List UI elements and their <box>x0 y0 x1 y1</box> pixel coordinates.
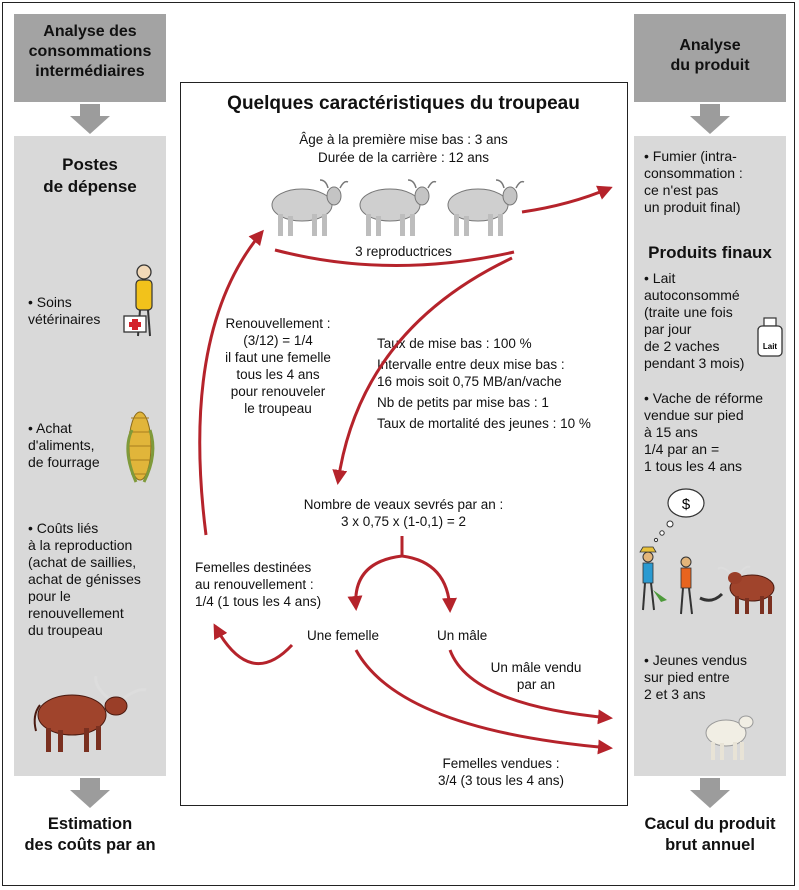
right-down-arrow-top <box>690 104 730 134</box>
panel-title-line: Postes <box>62 155 118 174</box>
expense-soins: • Soins vétérinaires <box>28 294 100 328</box>
right-header-line: Analyse <box>679 37 741 54</box>
text-line: (achat de saillies, <box>28 554 137 570</box>
text-line: ce n'est pas <box>644 182 719 198</box>
left-header: Analyse des consommations intermédiaires <box>14 14 166 102</box>
center-title: Quelques caractéristiques du troupeau <box>227 93 580 114</box>
text-line: de 2 vaches <box>644 338 720 354</box>
text-line: Intervalle entre deux mise bas : <box>377 357 565 372</box>
text-line: Nb de petits par mise bas : 1 <box>377 395 549 410</box>
produits-finaux-title: Produits finaux <box>648 243 772 262</box>
text-line: • Fumier (intra- <box>644 148 737 164</box>
text-line: Nombre de veaux sevrés par an : <box>303 497 504 512</box>
left-down-arrow-top <box>70 104 110 134</box>
text-line: • Soins <box>28 294 72 310</box>
text-line: consommation : <box>644 165 743 181</box>
age-first-calving: Âge à la première mise bas : 3 ans <box>299 132 508 147</box>
left-down-arrow-bottom <box>70 778 110 808</box>
text-line: vétérinaires <box>28 311 101 327</box>
text-line: à 15 ans <box>644 424 698 440</box>
text-line: pendant 3 mois) <box>644 355 745 371</box>
footer-line: Cacul du produit <box>644 815 776 833</box>
veaux-sevres: Nombre de veaux sevrés par an : 3 x 0,75… <box>181 496 626 530</box>
text-line: (traite une fois <box>644 304 733 320</box>
text-line: Taux de mortalité des jeunes : 10 % <box>377 416 591 431</box>
center-box: Quelques caractéristiques du troupeau Âg… <box>180 82 628 806</box>
text-line: • Vache de réforme <box>644 390 764 406</box>
text-line: achat de génisses <box>28 571 141 587</box>
text-line: (3/12) = 1/4 <box>243 333 313 348</box>
text-line: un produit final) <box>644 199 741 215</box>
lait-text: • Lait autoconsommé (traite une fois par… <box>644 270 744 372</box>
text-line: vendue sur pied <box>644 407 744 423</box>
text-line: 3 x 0,75 x (1-0,1) = 2 <box>341 514 466 529</box>
right-footer: Cacul du produit brut annuel <box>628 814 792 856</box>
footer-line: brut annuel <box>665 836 755 854</box>
panel-title: Postes de dépense <box>14 154 166 198</box>
femelles-vendues: Femelles vendues : 3/4 (3 tous les 4 ans… <box>411 755 591 789</box>
femelles-destinees: Femelles destinées au renouvellement : 1… <box>195 559 321 610</box>
text-line: d'aliments, <box>28 437 95 453</box>
text-line: • Lait <box>644 270 676 286</box>
male-vendu: Un mâle vendu par an <box>481 659 591 693</box>
text-line: au renouvellement : <box>195 577 314 592</box>
text-line: Femelles destinées <box>195 560 312 575</box>
renouvellement-text: Renouvellement : (3/12) = 1/4 il faut un… <box>203 315 353 417</box>
text-line: il faut une femelle <box>225 350 331 365</box>
text-line: sur pied entre <box>644 669 730 685</box>
text-line: 1/4 (1 tous les 4 ans) <box>195 594 322 609</box>
left-header-line: Analyse des <box>43 23 137 40</box>
une-femelle: Une femelle <box>307 628 380 643</box>
left-panel: Postes de dépense • Soins vétérinaires •… <box>14 136 166 776</box>
text-line: Renouvellement : <box>225 316 331 331</box>
text-line: par jour <box>644 321 692 337</box>
expense-aliments: • Achat d'aliments, de fourrage <box>28 420 100 471</box>
reforme-text: • Vache de réforme vendue sur pied à 15 … <box>644 390 763 475</box>
left-footer: Estimation des coûts par an <box>14 814 166 856</box>
text-line: du troupeau <box>28 622 103 638</box>
text-line: 1 tous les 4 ans <box>644 458 743 474</box>
text-line: pour le <box>28 588 71 604</box>
panel-title-line: de dépense <box>43 177 137 196</box>
text-line: Taux de mise bas : 100 % <box>377 336 532 351</box>
text-line: 1/4 par an = <box>644 441 720 457</box>
expense-reproduction: • Coûts liés à la reproduction (achat de… <box>28 520 141 639</box>
reproductrices-label: 3 reproductrices <box>355 244 452 259</box>
text-line: Un mâle vendu <box>490 660 582 675</box>
footer-line: Estimation <box>47 815 133 833</box>
taux-text: Taux de mise bas : 100 % Intervalle entr… <box>377 335 591 432</box>
text-line: de fourrage <box>28 454 100 470</box>
right-header: Analyse du produit <box>634 14 786 102</box>
footer-line: des coûts par an <box>24 836 156 854</box>
text-line: pour renouveler <box>230 384 326 399</box>
left-header-line: consommations <box>28 43 152 60</box>
text-line: • Achat <box>28 420 72 436</box>
right-panel: • Fumier (intra- consommation : ce n'est… <box>634 136 786 776</box>
text-line: autoconsommé <box>644 287 740 303</box>
text-line: à la reproduction <box>28 537 133 553</box>
text-line: le troupeau <box>244 401 312 416</box>
text-line: tous les 4 ans <box>236 367 320 382</box>
career-duration: Durée de la carrière : 12 ans <box>317 150 490 165</box>
text-line: par an <box>516 677 556 692</box>
text-line: • Coûts liés <box>28 520 99 536</box>
right-header-line: du produit <box>670 57 750 74</box>
text-line: 2 et 3 ans <box>644 686 706 702</box>
text-line: 3/4 (3 tous les 4 ans) <box>437 773 565 788</box>
un-male: Un mâle <box>437 628 488 643</box>
left-header-line: intermédiaires <box>35 63 145 80</box>
jeunes-text: • Jeunes vendus sur pied entre 2 et 3 an… <box>644 652 747 703</box>
text-line: Femelles vendues : <box>442 756 560 771</box>
text-line: • Jeunes vendus <box>644 652 747 668</box>
text-line: 16 mois soit 0,75 MB/an/vache <box>377 374 562 389</box>
fumier-text: • Fumier (intra- consommation : ce n'est… <box>644 148 743 216</box>
right-down-arrow-bottom <box>690 778 730 808</box>
text-line: renouvellement <box>28 605 124 621</box>
